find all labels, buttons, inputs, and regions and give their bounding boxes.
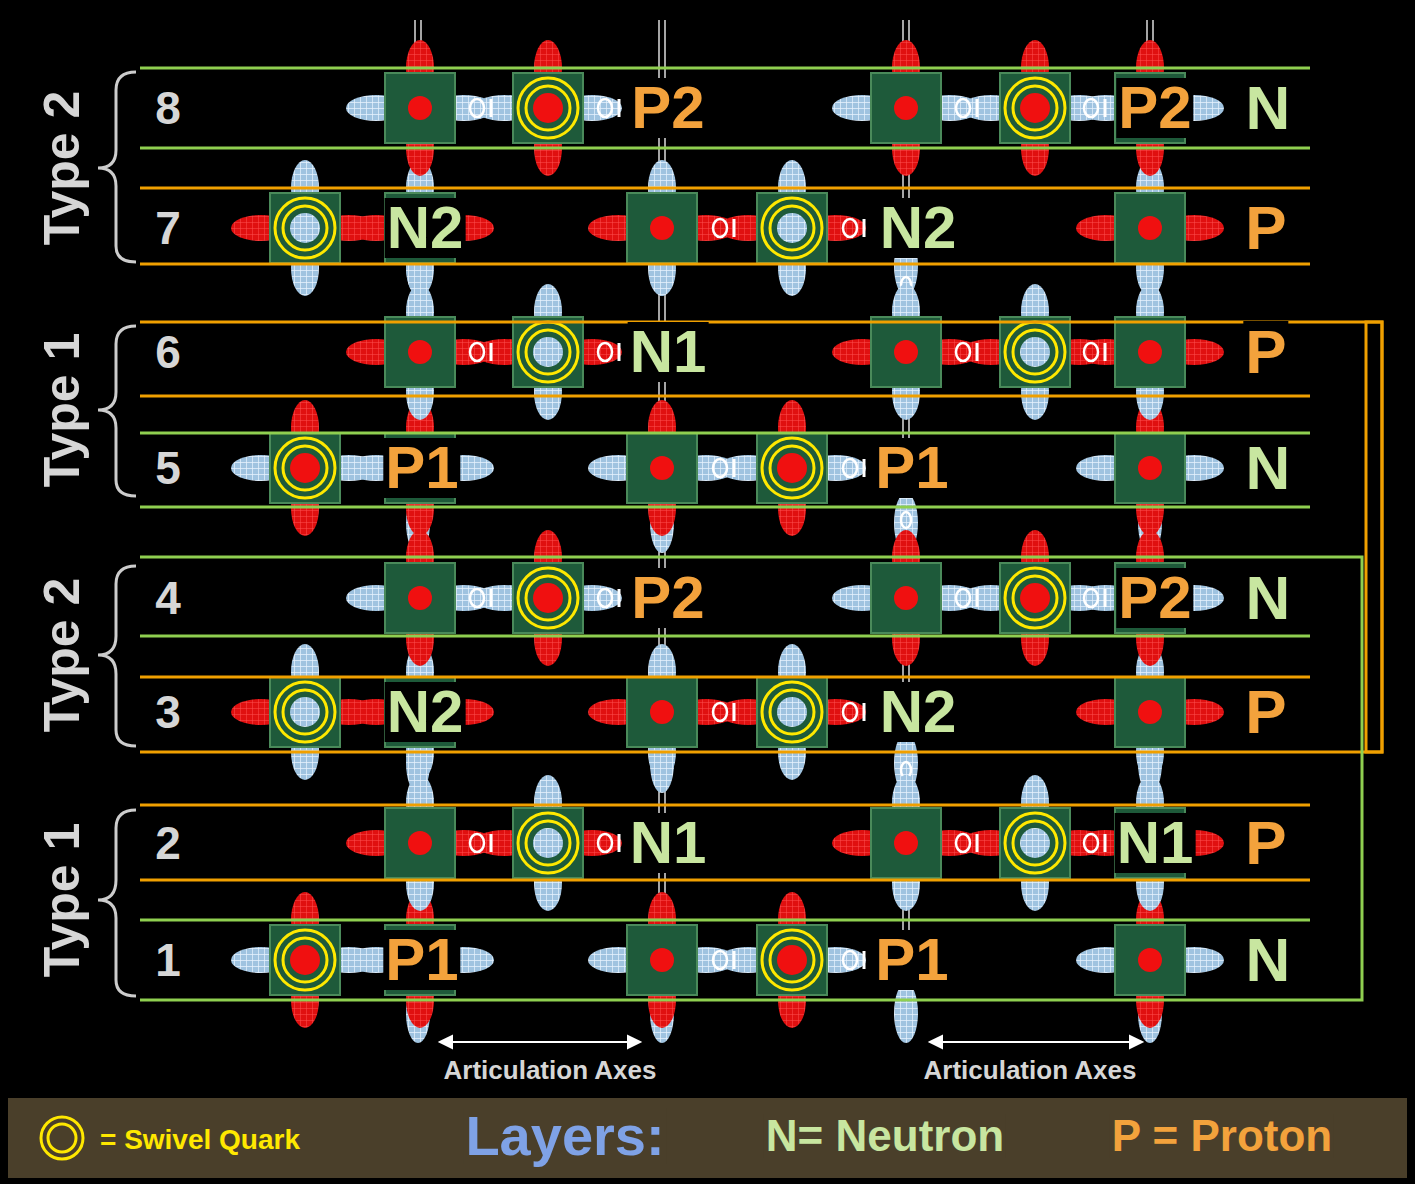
type-label: Type 1 bbox=[37, 331, 87, 490]
layer-label: 8 bbox=[153, 85, 183, 131]
layer-label: P2 bbox=[629, 568, 706, 628]
legend-text: = Swivel Quark bbox=[98, 1126, 302, 1154]
layer-label: N1 bbox=[628, 813, 709, 873]
layer-label: P1 bbox=[383, 930, 460, 990]
layer-label: 4 bbox=[153, 575, 183, 621]
layer-label: 1 bbox=[153, 937, 183, 983]
layer-label: P2 bbox=[1116, 568, 1193, 628]
legend-label: P = Proton bbox=[1110, 1114, 1334, 1158]
type-label: Type 1 bbox=[37, 821, 87, 980]
layer-label: N2 bbox=[385, 682, 466, 742]
layer-label: P2 bbox=[629, 78, 706, 138]
layer-label: N1 bbox=[1115, 813, 1196, 873]
layer-label: N2 bbox=[878, 198, 959, 258]
swivel-quark-symbol bbox=[38, 1114, 86, 1162]
layer-label: 7 bbox=[153, 205, 183, 251]
layer-label: 2 bbox=[153, 820, 183, 866]
layer-label: N bbox=[1244, 437, 1293, 499]
type-label: Type 2 bbox=[37, 576, 87, 735]
layer-label: N1 bbox=[628, 322, 709, 382]
layer-label: N2 bbox=[878, 682, 959, 742]
layer-label: P bbox=[1243, 321, 1288, 383]
layer-label: N2 bbox=[385, 198, 466, 258]
legend-label: Layers: bbox=[463, 1108, 666, 1164]
axis-label: Articulation Axes bbox=[922, 1057, 1139, 1083]
layer-label: N bbox=[1244, 929, 1293, 991]
type-label: Type 2 bbox=[37, 89, 87, 248]
layer-label: P bbox=[1243, 197, 1288, 259]
layer-label: N bbox=[1244, 567, 1293, 629]
layer-label: 3 bbox=[153, 689, 183, 735]
layer-label: P bbox=[1243, 681, 1288, 743]
layer-label: P1 bbox=[873, 438, 950, 498]
layer-label: P2 bbox=[1116, 78, 1193, 138]
layer-label: 5 bbox=[153, 445, 183, 491]
axis-label: Articulation Axes bbox=[442, 1057, 659, 1083]
layer-label: N bbox=[1244, 77, 1293, 139]
layer-label: P1 bbox=[383, 438, 460, 498]
layer-label: P1 bbox=[873, 930, 950, 990]
legend-label: N= Neutron bbox=[764, 1114, 1006, 1158]
layer-label: 6 bbox=[153, 329, 183, 375]
layer-label: P bbox=[1243, 812, 1288, 874]
